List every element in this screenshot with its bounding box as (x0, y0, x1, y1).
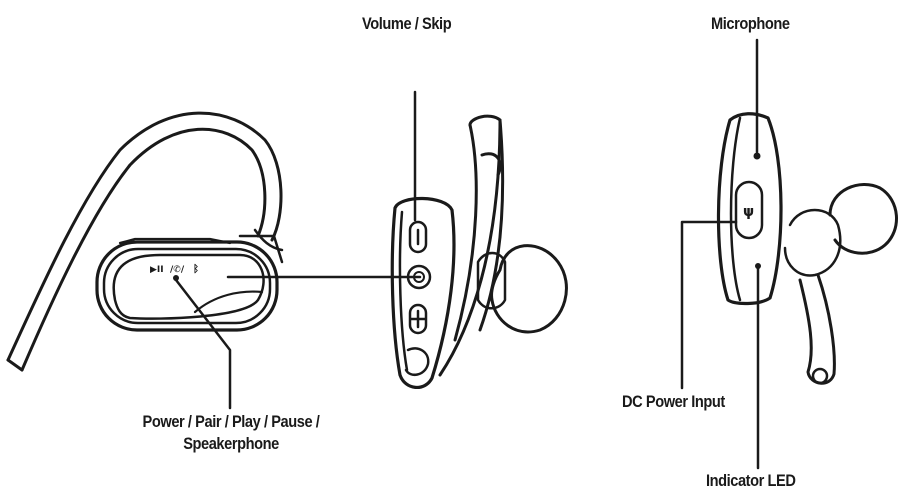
microphone-hole (753, 152, 761, 160)
ear-hook (6, 111, 283, 362)
play-pause-icon: ▶II (150, 265, 164, 275)
headset-front-view: ▶II /✆/ ᛒ (6, 111, 284, 372)
label-indicator-led: Indicator LED (706, 471, 796, 490)
label-dc-power: DC Power Input (622, 392, 725, 411)
back-body (716, 112, 783, 306)
usb-icon: ψ (743, 204, 754, 220)
bluetooth-icon: ᛒ (193, 263, 199, 275)
label-power-line1: Power / Pair / Play / Pause / (142, 412, 320, 431)
label-volume-skip: Volume / Skip (362, 14, 452, 33)
indicator-led (755, 263, 761, 269)
callout-dc (680, 220, 738, 390)
label-microphone: Microphone (711, 14, 790, 33)
callout-power-left (174, 278, 232, 410)
phone-icon: /✆/ (170, 265, 185, 275)
volume-down-button (408, 220, 428, 254)
headset-back-view: ψ (716, 112, 898, 385)
side-body (390, 196, 456, 389)
label-power: Power / Pair / Play / Pause / Speakerpho… (118, 411, 343, 455)
dc-power-port (734, 180, 764, 240)
main-button (112, 253, 265, 320)
label-power-line2: Speakerphone (183, 434, 279, 453)
ear-tip (490, 244, 568, 334)
headset-side-view (390, 114, 568, 389)
earpiece-body (95, 240, 279, 332)
callout-lines (174, 38, 760, 470)
